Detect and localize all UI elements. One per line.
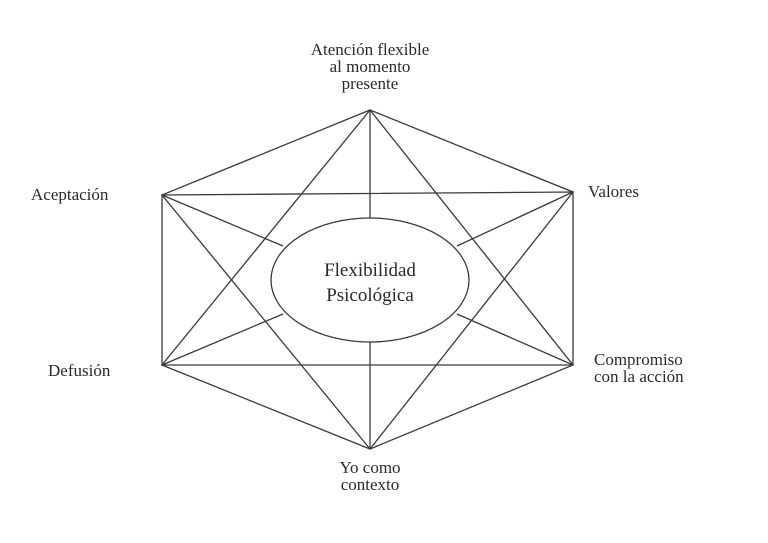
- node-label-upper-right: Valores: [588, 183, 639, 200]
- node-label-top: Atención flexible al momento presente: [270, 41, 470, 92]
- node-upper-right-line-1: Valores: [588, 182, 639, 201]
- node-bottom-line-1: Yo como: [339, 458, 401, 477]
- center-label-line-1: Flexibilidad: [324, 260, 416, 281]
- node-top-line-1: Atención flexible: [310, 40, 430, 59]
- node-upper-left-line-1: Aceptación: [31, 185, 109, 204]
- node-lower-right-line-2: con la acción: [594, 367, 684, 386]
- node-label-bottom: Yo como contexto: [270, 459, 470, 493]
- node-label-lower-left: Defusión: [48, 362, 110, 379]
- node-top-line-3: presente: [341, 74, 399, 93]
- spoke-upper-right: [456, 191, 574, 247]
- node-label-lower-right: Compromiso con la acción: [594, 351, 684, 385]
- node-top-line-2: al momento: [329, 57, 411, 76]
- center-label-line-2: Psicológica: [326, 285, 414, 306]
- spoke-upper-left: [161, 194, 284, 247]
- spoke-lower-right: [456, 313, 574, 366]
- node-lower-right-line-1: Compromiso: [594, 350, 683, 369]
- triangle-up: [160, 108, 575, 366]
- spoke-lower-left: [161, 313, 284, 366]
- center-label: Flexibilidad Psicológica: [270, 258, 470, 308]
- node-label-upper-left: Aceptación: [31, 186, 108, 203]
- node-bottom-line-2: contexto: [340, 475, 400, 494]
- center-ellipse: [270, 217, 470, 343]
- node-lower-left-line-1: Defusión: [48, 361, 111, 380]
